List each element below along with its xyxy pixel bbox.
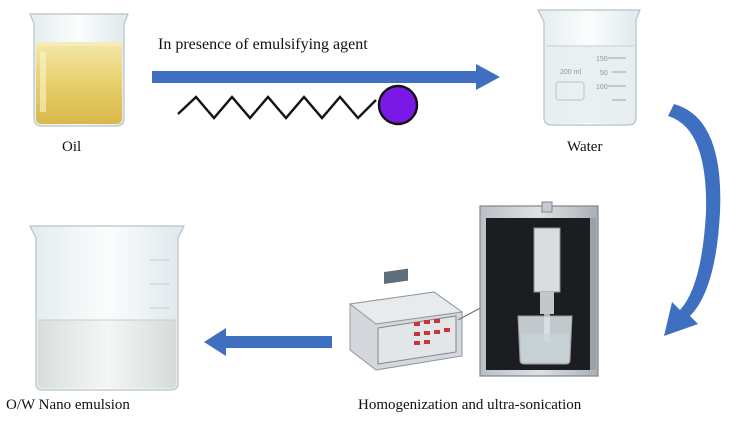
- water-mark-100: 100: [596, 84, 608, 91]
- surfactant-molecule: [177, 84, 419, 126]
- water-mark-150: 150: [596, 56, 608, 63]
- emulsifying-agent-label: In presence of emulsifying agent: [158, 36, 368, 53]
- surfactant-head-icon: [377, 84, 419, 126]
- water-label: Water: [567, 139, 603, 155]
- controller-unit: [348, 268, 485, 371]
- homogenization-label: Homogenization and ultra-sonication: [358, 397, 582, 413]
- arrow-equipment-to-emulsion: [204, 328, 332, 356]
- water-mark-200: 200 ml: [560, 69, 581, 76]
- oil-label: Oil: [62, 139, 82, 155]
- sonication-enclosure: [479, 201, 599, 377]
- nano-emulsion-label: O/W Nano emulsion: [6, 397, 130, 413]
- arrow-oil-to-water: [152, 64, 500, 90]
- water-beaker: 200 ml 150 100 50: [537, 9, 641, 126]
- water-mark-50: 50: [600, 70, 608, 77]
- emulsion-beaker: [29, 225, 185, 391]
- arrow-water-to-equipment: [664, 104, 721, 336]
- oil-beaker: [29, 13, 129, 127]
